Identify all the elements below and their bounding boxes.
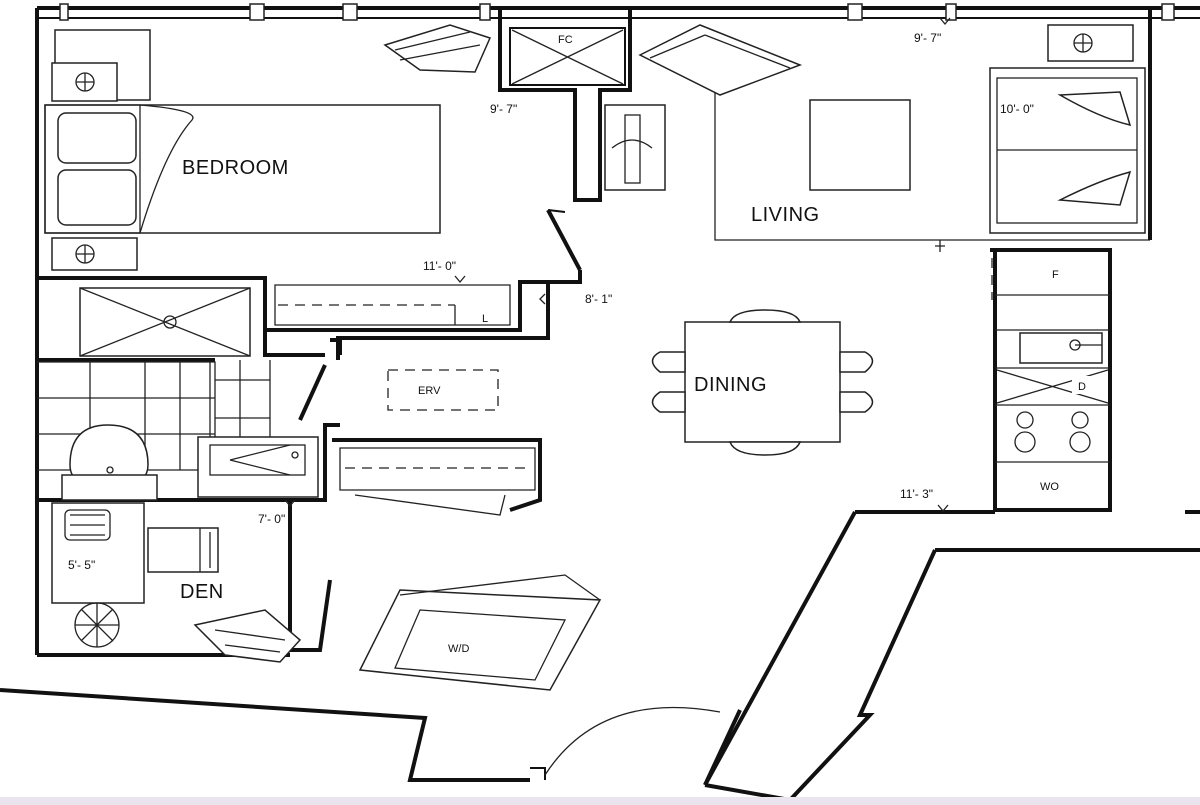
label-fc: FC [558,34,573,46]
room-label-den: DEN [180,581,224,603]
washer-dryer [358,589,602,691]
desk [51,502,145,604]
label-washer-dryer: W/D [448,643,469,655]
sink [1019,332,1103,364]
pillow [1057,170,1132,206]
bathroom-fixtures [37,287,319,501]
dimension-labels: 9'- 7" 11'- 0" 8'- 1" 9'- 7" 10'- 0" 11'… [68,17,1034,572]
label-dishwasher: D [1078,381,1086,393]
label-erv: ERV [418,385,441,397]
plant-icon [74,602,120,648]
bottom-border [0,797,1200,805]
walls [0,3,1200,802]
bedroom-furniture [44,24,492,271]
label-wall-oven: WO [1040,481,1059,493]
den-furniture [51,502,602,691]
room-labels: BEDROOM LIVING DINING DEN [180,157,820,603]
dining-furniture [651,309,874,456]
living-furniture [638,24,1146,252]
burner [1071,411,1089,429]
label-linen: L [482,313,488,325]
dimension-den-width: 7'- 0" [258,512,285,526]
lounge-chair [383,24,492,73]
dimension-bedroom-length: 11'- 0" [423,259,456,273]
room-label-living: LIVING [751,204,820,226]
coffee-table [809,99,911,191]
room-label-bedroom: BEDROOM [182,157,289,179]
dishwasher-x [996,369,1109,404]
burner [1069,431,1091,453]
den-chair [193,609,302,663]
dimension-den-length: 5'- 5" [68,558,95,572]
dimension-kitchen: 11'- 3" [900,487,933,501]
tv-unit [604,104,666,191]
dimension-bedroom-width: 9'- 7" [490,102,517,116]
dimension-living-width: 9'- 7" [914,31,941,45]
erv-unit [387,369,499,411]
burner [1016,411,1034,429]
fixture-labels: FC L ERV F D WO W/D [418,34,1086,655]
dining-table [684,321,841,443]
burner [1014,431,1036,453]
label-fridge: F [1052,269,1059,281]
dimension-hall: 8'- 1" [585,292,612,306]
fc-closet [511,29,624,85]
room-label-dining: DINING [694,374,767,396]
kitchen-fixtures [991,258,1109,453]
armchair [638,24,803,96]
dimension-living-length: 10'- 0" [1000,102,1034,116]
desk-chair [147,527,219,573]
pillow [1057,91,1132,127]
